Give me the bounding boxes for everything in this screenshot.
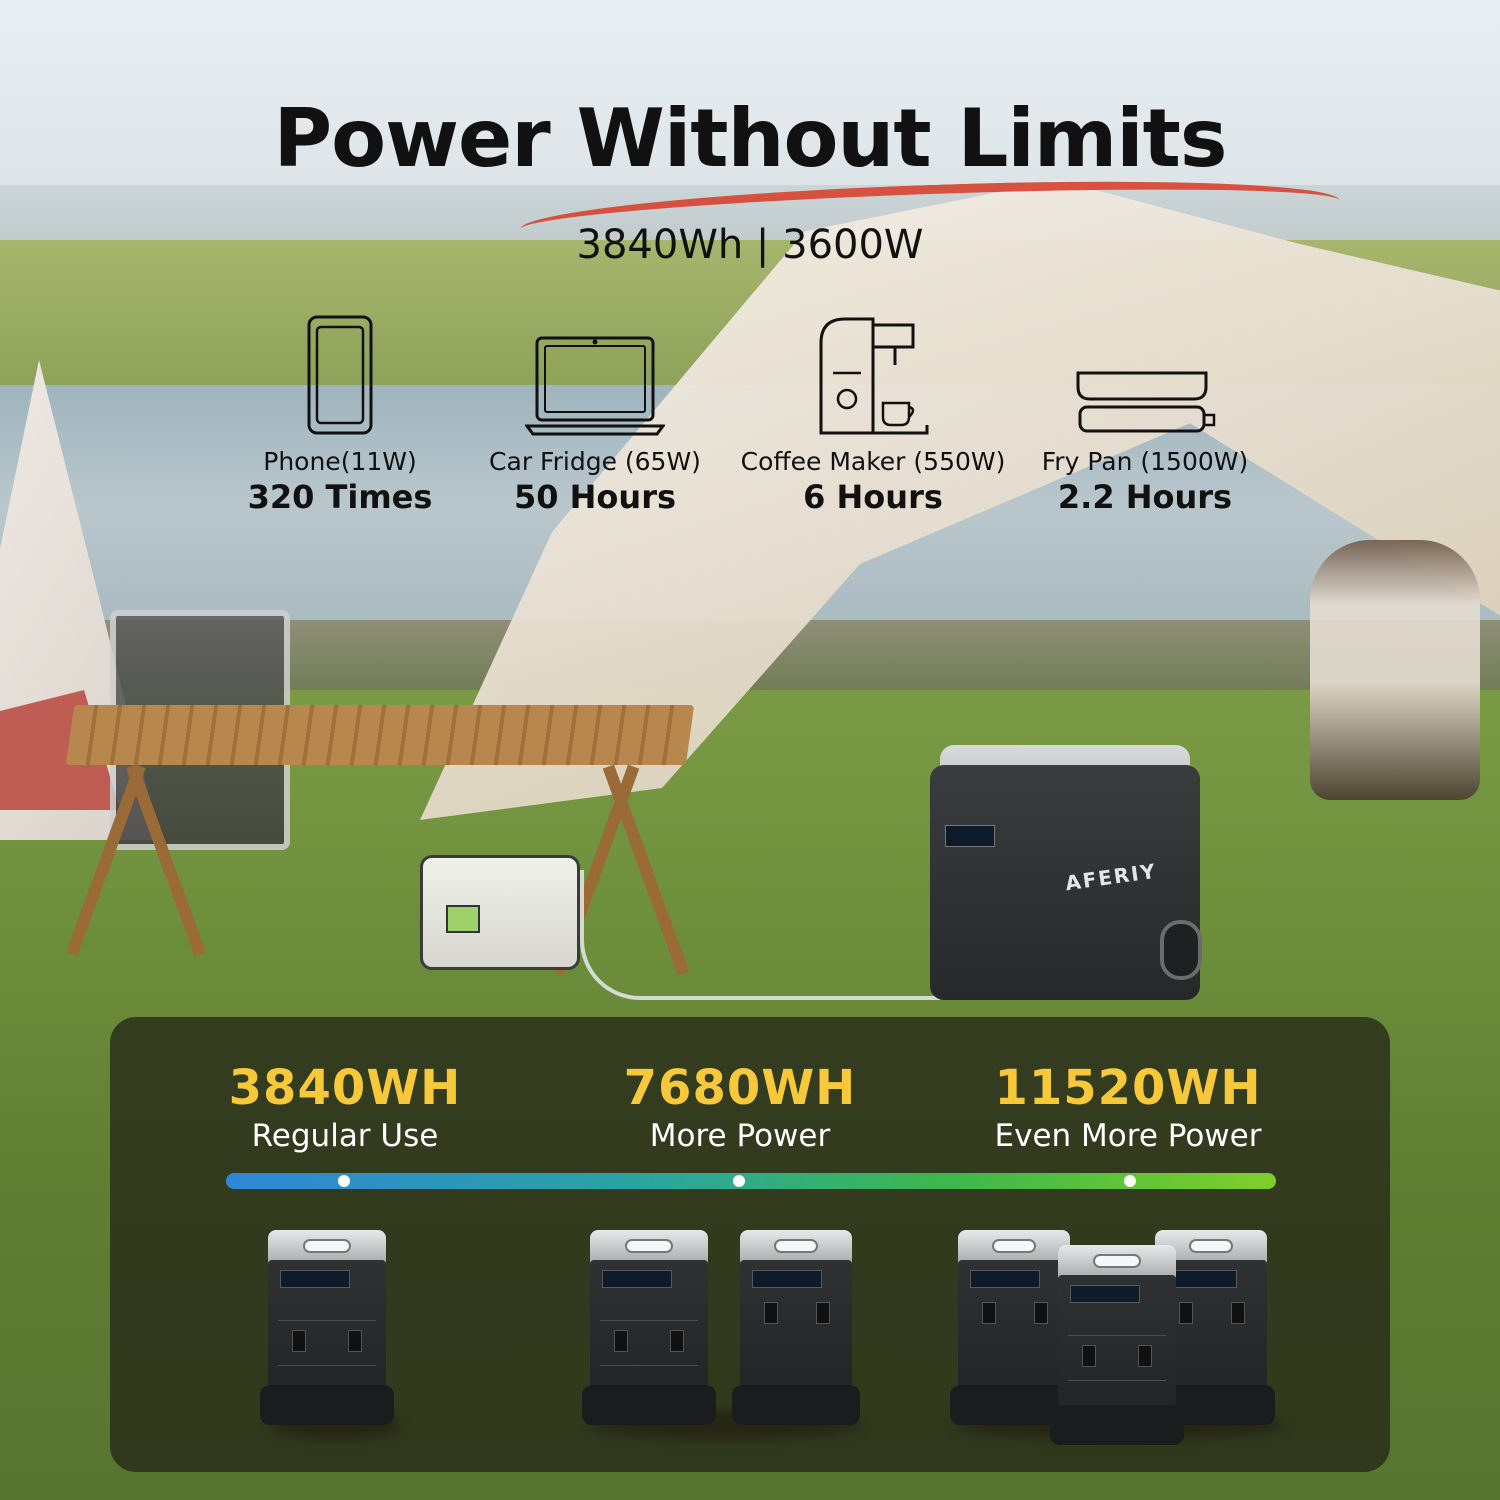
outlet-icon [1138,1345,1152,1367]
unit-panel-line [1068,1335,1166,1336]
handle-icon [303,1239,351,1253]
fry-pan-icon [995,305,1295,437]
usage-value: 320 Times [247,478,433,516]
capacity-gradient-bar [226,1173,1276,1189]
headline: Power Without Limits [273,92,1228,185]
unit-display [970,1270,1040,1288]
unit-wheelbase [582,1385,716,1425]
port-icon [1034,1302,1048,1324]
coffee-maker-icon [723,305,1023,437]
capacity-option-2: 7680WH More Power [530,1060,950,1154]
unit-panel-line [278,1365,376,1366]
capacity-description: More Power [649,1118,831,1154]
usage-item-fry-pan: Fry Pan (1500W) 2.2 Hours [995,305,1295,516]
capacity-option-3: 11520WH Even More Power [918,1060,1338,1154]
unit-top [958,1230,1070,1264]
outlet-icon [670,1330,684,1352]
capacity-amount: 11520WH [994,1060,1262,1116]
capacity-marker-3 [1124,1175,1136,1187]
port-icon [1179,1302,1193,1324]
appliance-runtime-list: Phone(11W) 320 Times Car Fridge (65W) 50… [230,305,1280,525]
capacity-description: Regular Use [251,1118,439,1154]
unit-display [752,1270,822,1288]
unit-panel-line [600,1365,698,1366]
port-icon [764,1302,778,1324]
capacity-option-1: 3840WH Regular Use [135,1060,555,1154]
capacity-amount: 7680WH [623,1060,857,1116]
wooden-table-top [65,705,695,765]
unit-top [1058,1245,1176,1279]
handle-icon [1093,1254,1141,1268]
handle-icon [1188,1239,1234,1253]
usage-item-coffee-maker: Coffee Maker (550W) 6 Hours [723,305,1023,516]
unit-panel-line [1068,1380,1166,1381]
power-cable [580,870,940,1000]
expansion-battery-unit [732,1230,860,1425]
outlet-icon [1082,1345,1096,1367]
usage-label: Coffee Maker (550W) [740,447,1006,476]
unit-panel-line [600,1320,698,1321]
capacity-description: Even More Power [994,1118,1262,1154]
power-station-display [945,825,995,847]
unit-panel-line [278,1320,376,1321]
unit-top [590,1230,708,1264]
power-station-unit [582,1230,716,1425]
capacity-output-spec: 3840Wh | 3600W [576,222,924,268]
unit-wheelbase [1050,1405,1184,1445]
power-station-wheel [1160,920,1202,980]
unit-display [1070,1285,1140,1303]
unit-display [280,1270,350,1288]
unit-wheelbase [260,1385,394,1425]
unit-display [602,1270,672,1288]
handle-icon [991,1239,1037,1253]
outlet-icon [292,1330,306,1352]
unit-display [1167,1270,1237,1288]
usage-label: Car Fridge (65W) [489,447,701,476]
usage-item-phone: Phone(11W) 320 Times [190,305,490,516]
port-icon [982,1302,996,1324]
capacity-marker-1 [338,1175,350,1187]
car-fridge-icon [445,305,745,437]
person-crouching [1310,540,1480,800]
usage-label: Phone(11W) [263,447,417,476]
port-icon [816,1302,830,1324]
unit-top [740,1230,852,1264]
capacity-amount: 3840WH [228,1060,462,1116]
usage-value: 50 Hours [513,478,677,516]
phone-icon [190,305,490,437]
port-icon [1231,1302,1245,1324]
usage-value: 2.2 Hours [1057,478,1233,516]
unit-top [268,1230,386,1264]
handle-icon [773,1239,819,1253]
outlet-icon [614,1330,628,1352]
small-portable-fridge [420,855,580,970]
unit-wheelbase [732,1385,860,1425]
handle-icon [625,1239,673,1253]
capacity-marker-2 [733,1175,745,1187]
power-station-unit [260,1230,394,1425]
outlet-icon [348,1330,362,1352]
usage-value: 6 Hours [803,478,943,516]
power-station [930,765,1200,1000]
usage-label: Fry Pan (1500W) [1041,447,1249,476]
usage-item-car-fridge: Car Fridge (65W) 50 Hours [445,305,745,516]
power-station-unit [1050,1245,1184,1445]
expansion-battery-unit [950,1230,1078,1425]
fridge-display [446,905,480,933]
